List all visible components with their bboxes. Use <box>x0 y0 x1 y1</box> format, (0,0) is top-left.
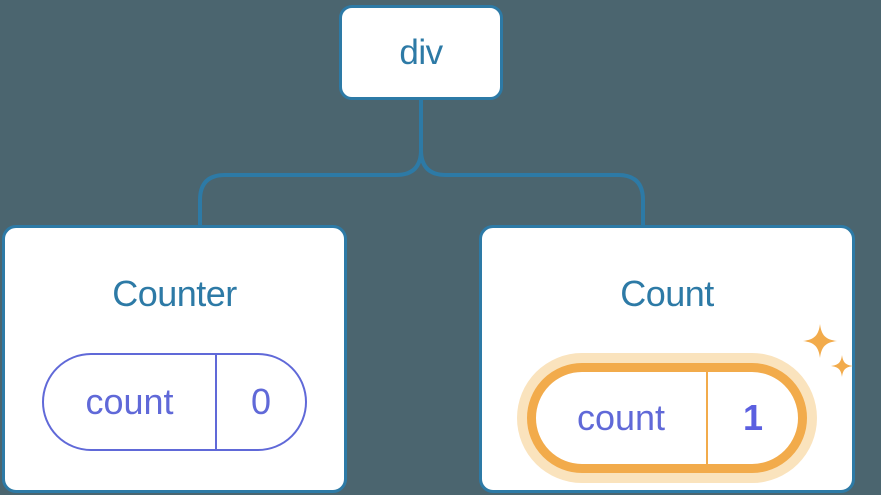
prop-pill-count-updated[interactable]: count 1 <box>527 363 807 473</box>
prop-pill-count-highlight-wrap: count 1 <box>517 353 817 483</box>
tree-node-counter[interactable]: Counter count 0 <box>2 225 347 493</box>
prop-key-label: count <box>44 355 217 449</box>
prop-pill-count[interactable]: count 0 <box>42 353 307 451</box>
tree-node-count[interactable]: Count count 1 <box>479 225 855 493</box>
connector-to-counter <box>198 148 423 229</box>
counter-node-title: Counter <box>112 273 237 314</box>
prop-value-label: 1 <box>742 397 764 438</box>
prop-key-label: count <box>536 372 708 464</box>
prop-value-label: 0 <box>250 381 272 422</box>
count-props: count 1 <box>482 353 852 483</box>
counter-props: count 0 <box>5 353 344 451</box>
count-node-title: Count <box>620 273 714 314</box>
tree-node-root-div[interactable]: div <box>339 5 503 100</box>
connector-to-count <box>419 148 645 229</box>
root-node-label: div <box>399 33 443 72</box>
